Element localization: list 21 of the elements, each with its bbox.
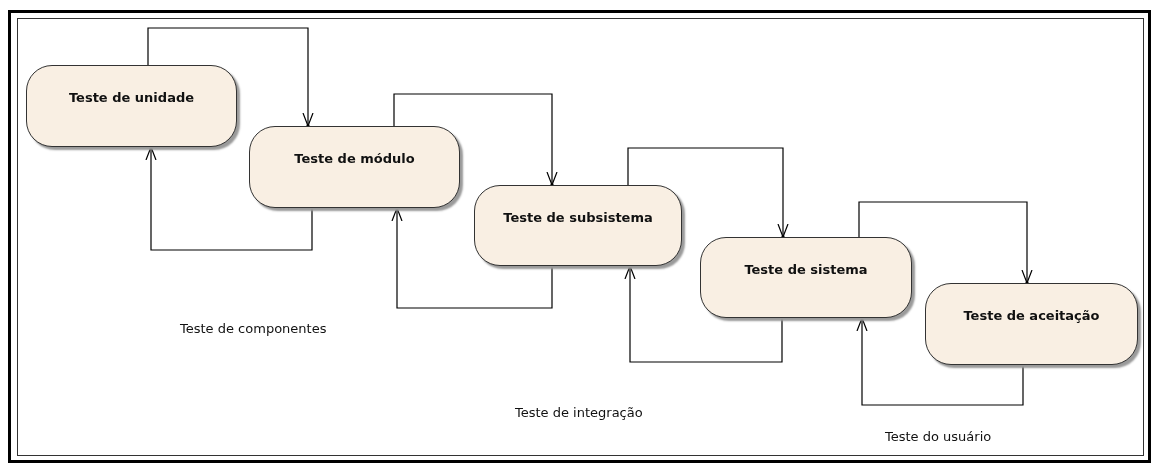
phase-label: Teste do usuário	[885, 428, 992, 446]
arrow	[147, 27, 314, 128]
arrow	[391, 206, 553, 309]
box-label: Teste de unidade	[68, 89, 195, 107]
process-box	[26, 65, 237, 147]
arrow	[858, 201, 1033, 285]
arrow	[393, 93, 558, 187]
process-box	[474, 185, 682, 266]
arrow	[856, 316, 1024, 406]
box-label: Teste de sistema	[744, 261, 868, 279]
box-label: Teste de módulo	[294, 150, 415, 168]
process-box	[925, 283, 1138, 365]
arrow	[627, 147, 789, 239]
process-box	[700, 237, 912, 318]
box-label: Teste de aceitação	[963, 307, 1100, 325]
box-label: Teste de subsistema	[503, 209, 653, 227]
phase-label: Teste de integração	[515, 404, 643, 422]
arrow	[624, 264, 783, 363]
arrow	[145, 145, 313, 251]
phase-label: Teste de componentes	[180, 320, 327, 338]
process-box	[249, 126, 460, 208]
